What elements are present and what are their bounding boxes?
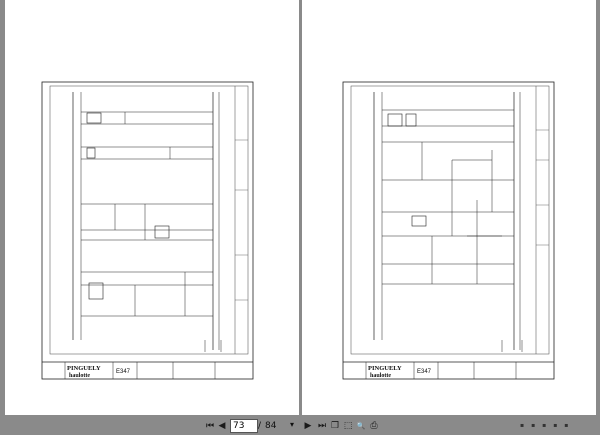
copy-icon[interactable]: ❐	[330, 421, 340, 431]
page-separator: /	[258, 421, 262, 431]
brand-line1: PINGUELY	[368, 365, 402, 372]
fit-page-icon[interactable]: ⬚	[343, 421, 353, 431]
print-icon[interactable]: ⎙	[370, 421, 378, 431]
total-pages: 84	[265, 421, 277, 431]
zoom-dropdown-icon[interactable]: ▾	[289, 420, 294, 429]
first-page-icon[interactable]: ⏮	[205, 421, 215, 431]
last-page-icon[interactable]: ⏭	[317, 421, 327, 431]
pdf-page-left: PINGUELY haulotte E347	[5, 0, 299, 415]
drawing-code: E347	[116, 369, 131, 375]
next-page-icon[interactable]: ▶	[304, 421, 312, 431]
viewer-toolbar: ⏮ ◀ 73 / 84 ▾ ▶ ⏭ ❐ ⬚ 🔍 ⎙ ▪▪▪▪▪	[0, 417, 600, 435]
brand-line2: haulotte	[69, 373, 90, 379]
search-icon[interactable]: 🔍	[356, 422, 366, 430]
schematic-right: PINGUELY haulotte E347	[342, 81, 555, 380]
schematic-left: PINGUELY haulotte E347	[41, 81, 254, 380]
drawing-code: E347	[417, 369, 432, 375]
thumbnail-strip-icon[interactable]: ▪▪▪▪▪	[520, 422, 576, 429]
pdf-page-right: PINGUELY haulotte E347	[302, 0, 596, 415]
page-number-input[interactable]: 73	[230, 419, 258, 433]
brand-line1: PINGUELY	[67, 365, 101, 372]
previous-page-icon[interactable]: ◀	[218, 421, 226, 431]
brand-line2: haulotte	[370, 373, 391, 379]
